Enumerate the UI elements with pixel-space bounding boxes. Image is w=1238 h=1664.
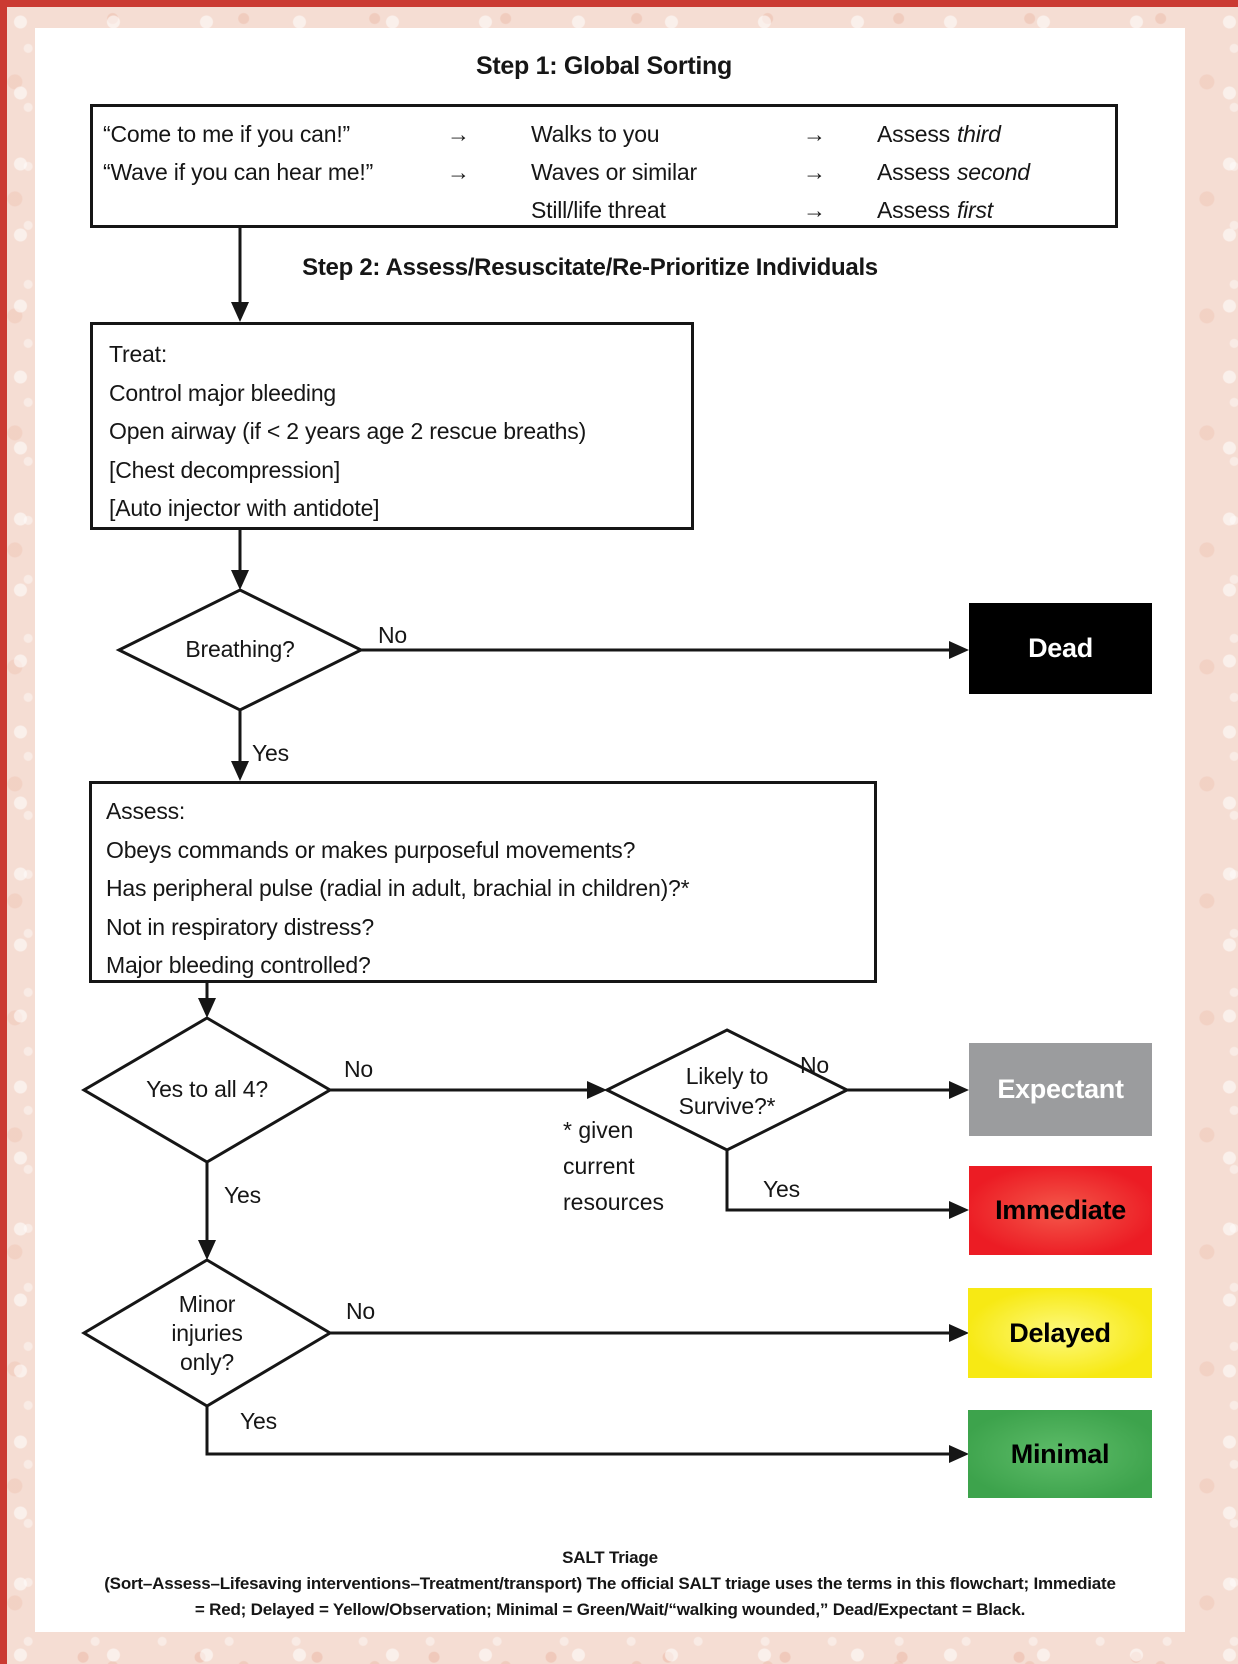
sorting-command: “Wave if you can hear me!” — [103, 159, 374, 185]
assess-line: Not in respiratory distress? — [106, 913, 374, 940]
assess-word: Assess — [877, 159, 950, 185]
minor-injuries-diamond-label: Minor injuries only? — [127, 1290, 287, 1377]
edge-label-yes: Yes — [763, 1176, 800, 1202]
edge-label-no: No — [344, 1056, 374, 1082]
arrowhead-right-icon — [949, 641, 969, 659]
edge-label-no: No — [800, 1052, 830, 1078]
right-arrow-icon: → — [803, 121, 826, 147]
arrowhead-down-icon — [231, 570, 249, 590]
treat-line: [Chest decompression] — [109, 456, 341, 483]
assess-priority: second — [956, 159, 1030, 185]
arrowhead-down-icon — [198, 1240, 216, 1260]
treat-line: [Auto injector with antidote] — [109, 495, 380, 521]
assess-word: Assess — [877, 197, 950, 223]
global-sorting-row: “Come to me if you can!” → Walks to you … — [103, 115, 1115, 153]
yes-to-all-4-diamond-label: Yes to all 4? — [146, 1076, 268, 1102]
assess-line: Major bleeding controlled? — [106, 952, 371, 978]
arrowhead-right-icon — [587, 1081, 607, 1099]
footnote-line: current — [563, 1153, 635, 1179]
arrowhead-down-icon — [231, 302, 249, 322]
likely-to-survive-diamond — [603, 1028, 851, 1152]
given-resources-footnote: * given current resources — [563, 1112, 743, 1220]
minor-injuries-line1: Minor — [178, 1291, 236, 1317]
step1-title: Step 1: Global Sorting — [476, 52, 732, 80]
right-arrow-icon: → — [803, 197, 826, 223]
assess-line: Assess: — [106, 798, 186, 824]
connector-survive-yes — [725, 1150, 950, 1212]
outcome-minimal: Minimal — [968, 1410, 1152, 1498]
edge-label-yes: Yes — [252, 740, 289, 766]
page-edge-rule-left — [0, 0, 7, 1664]
treat-box: Treat: Control major bleeding Open airwa… — [90, 322, 694, 530]
assess-line: Has peripheral pulse (radial in adult, b… — [106, 875, 690, 901]
connector-minor-yes — [205, 1406, 950, 1456]
footnote-line: * given — [563, 1117, 634, 1143]
minor-injuries-line3: only? — [180, 1349, 234, 1375]
edge-label-yes: Yes — [224, 1182, 261, 1208]
minor-injuries-line2: injuries — [171, 1320, 243, 1346]
sorting-command — [103, 191, 443, 229]
treat-line: Treat: — [109, 341, 168, 367]
arrowhead-right-icon — [949, 1324, 969, 1342]
sorting-command: “Come to me if you can!” — [103, 121, 351, 147]
page-edge-rule-top — [0, 0, 1238, 7]
outcome-dead: Dead — [969, 603, 1152, 694]
assess-line: Obeys commands or makes purposeful movem… — [106, 836, 636, 863]
footer-caption-line1: (Sort–Assess–Lifesaving interventions–Tr… — [104, 1574, 1116, 1593]
assess-priority: third — [956, 121, 1001, 147]
global-sorting-row: “Wave if you can hear me!” → Waves or si… — [103, 153, 1115, 191]
footer-caption-line2: = Red; Delayed = Yellow/Observation; Min… — [194, 1600, 1026, 1619]
footnote-line: resources — [563, 1189, 664, 1215]
assess-priority: first — [956, 197, 993, 223]
breathing-diamond-label: Breathing? — [185, 636, 295, 662]
sorting-observation: Waves or similar — [531, 159, 697, 185]
outcome-expectant: Expectant — [969, 1043, 1152, 1136]
assess-word: Assess — [877, 121, 950, 147]
global-sorting-box: “Come to me if you can!” → Walks to you … — [90, 104, 1118, 228]
outcome-delayed: Delayed — [968, 1288, 1152, 1378]
edge-label-yes: Yes — [240, 1408, 277, 1434]
right-arrow-icon: → — [803, 159, 826, 185]
arrowhead-down-icon — [231, 761, 249, 781]
outcome-immediate: Immediate — [969, 1166, 1152, 1255]
edge-label-no: No — [346, 1298, 376, 1324]
right-arrow-icon: → — [447, 159, 470, 185]
right-arrow-icon — [443, 191, 531, 229]
breathing-diamond — [115, 588, 365, 712]
likely-to-survive-diamond-label: Likely to Survive?* — [627, 1061, 827, 1121]
edge-label-no: No — [378, 622, 408, 648]
likely-to-survive-line1: Likely to — [685, 1063, 769, 1089]
likely-to-survive-line2: Survive?* — [678, 1093, 776, 1119]
treat-line: Open airway (if < 2 years age 2 rescue b… — [109, 418, 587, 444]
assess-box: Assess: Obeys commands or makes purposef… — [89, 781, 877, 983]
minor-injuries-diamond — [81, 1258, 333, 1408]
treat-line: Control major bleeding — [109, 379, 337, 406]
arrowhead-right-icon — [949, 1081, 969, 1099]
yes-to-all-4-diamond — [81, 1016, 333, 1164]
step2-title: Step 2: Assess/Resuscitate/Re-Prioritize… — [302, 254, 878, 281]
sorting-observation: Walks to you — [531, 121, 660, 147]
right-arrow-icon: → — [447, 121, 470, 147]
footer-title: SALT Triage — [562, 1548, 658, 1567]
arrowhead-right-icon — [949, 1201, 969, 1219]
arrowhead-right-icon — [949, 1445, 969, 1463]
sorting-observation: Still/life threat — [531, 197, 666, 223]
arrowhead-down-icon — [198, 998, 216, 1018]
